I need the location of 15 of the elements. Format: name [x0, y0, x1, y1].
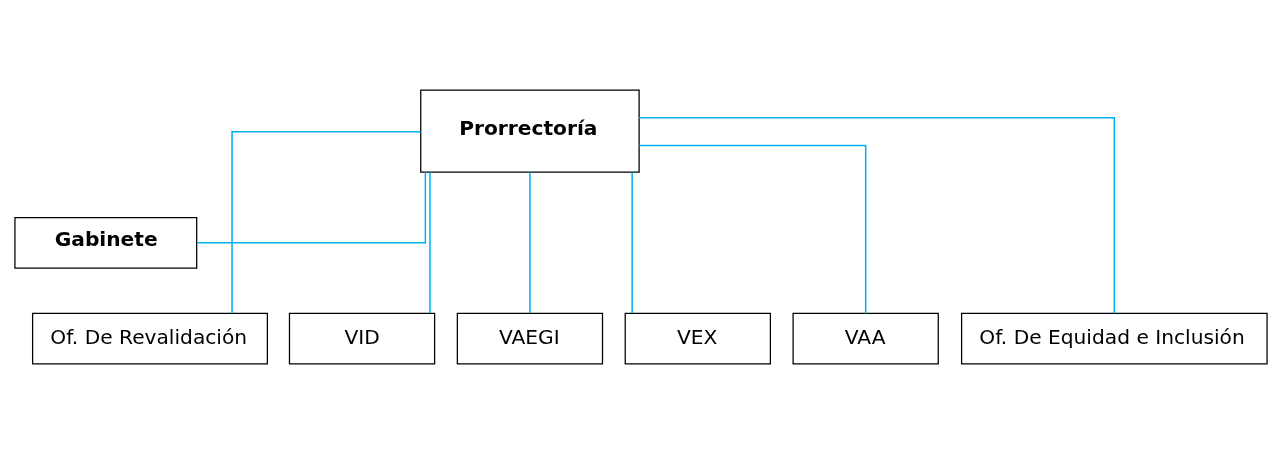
node-box: Of. De Equidad e Inclusión	[960, 312, 1268, 365]
connector	[529, 171, 531, 314]
connector	[196, 171, 427, 244]
node-box: Prorrectoría	[420, 89, 640, 173]
node-box: VAEGI	[456, 312, 604, 365]
node-box: Gabinete	[14, 216, 198, 269]
node-box: VAA	[792, 312, 939, 365]
connector	[631, 171, 633, 314]
connector	[638, 144, 867, 315]
connector	[638, 117, 1116, 315]
node-box: VEX	[624, 312, 771, 365]
connector	[429, 171, 431, 314]
node-box: VID	[288, 312, 436, 365]
connector	[231, 130, 422, 315]
node-box: Of. De Revalidación	[32, 312, 268, 365]
